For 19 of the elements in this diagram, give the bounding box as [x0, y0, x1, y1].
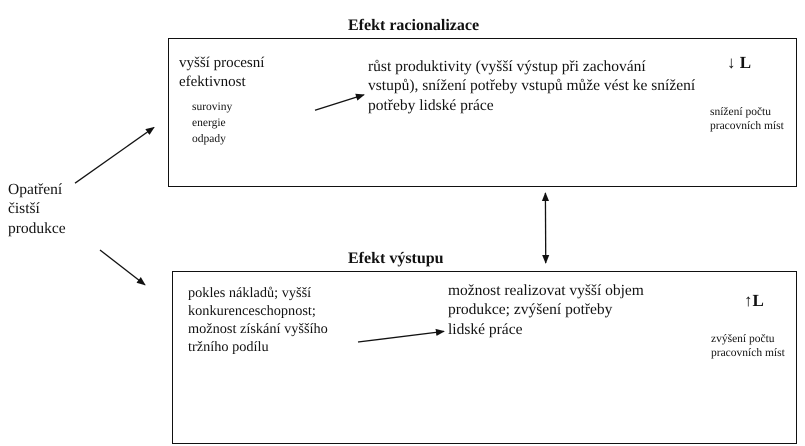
list-item: energie	[192, 116, 226, 130]
arrow	[74, 126, 155, 184]
list-item: odpady	[192, 132, 226, 146]
arrow	[358, 328, 445, 343]
list-item: suroviny	[192, 100, 232, 114]
note-text: snížení počtu pracovních míst	[710, 105, 785, 134]
node-text: Opatření čistší produkce	[8, 180, 67, 238]
node-text: možnost realizovat vyšší objem produkce; zvýšení potřeby lidské práce	[448, 281, 645, 340]
symbol-label: ↑L	[744, 290, 764, 312]
node-text: vyšší procesní efektivnost	[179, 54, 266, 92]
node-text: růst produktivity (vyšší výstup při zachování vstupů), snížení potřeby vstupů může vést ke snížení potřeby lidské práce	[368, 57, 696, 116]
node-text: pokles nákladů; vyšší konkurenceschopnost; možnost získání vyššího tržního podílu	[188, 285, 329, 356]
arrow	[314, 94, 365, 111]
arrow	[100, 249, 146, 286]
note-text: zvýšení počtu pracovních míst	[711, 332, 786, 361]
section-heading: Efekt výstupu	[348, 250, 444, 268]
symbol-label: ↓ L	[727, 52, 752, 74]
arrow	[542, 192, 550, 264]
section-heading: Efekt racionalizace	[348, 17, 480, 35]
